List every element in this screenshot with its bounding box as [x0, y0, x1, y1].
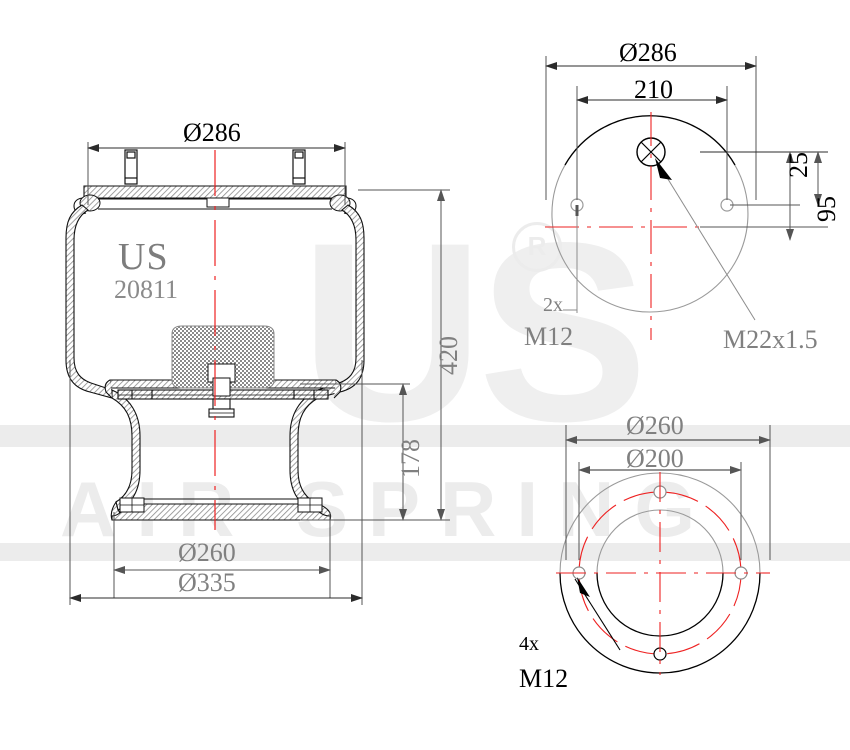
brand-logo-text: US: [118, 236, 169, 278]
dim-label-piston-height: 178: [396, 439, 425, 478]
piston-view-dimensions: [565, 425, 771, 560]
air-port-section: [206, 197, 230, 208]
dim-label-piston-diameter: Ø260: [178, 538, 236, 567]
part-number-text: 20811: [114, 275, 179, 304]
bolt-thread-label: M12: [519, 664, 569, 693]
dim-label-max-diameter: Ø335: [178, 568, 236, 597]
dim-label-top-diameter: Ø286: [183, 118, 241, 147]
dim-label-offset-25: 25: [784, 152, 813, 178]
dim-label-bolt-circle: Ø200: [626, 444, 684, 473]
top-plate-view-geometry: [545, 112, 760, 340]
main-view-geometry: [65, 149, 365, 530]
piston-base-plate: [111, 497, 331, 521]
stud-count-label: 2x: [543, 294, 563, 316]
piston-view-geometry: [556, 472, 770, 675]
registered-trademark-icon: R: [512, 222, 562, 272]
watermark-band-lower: [0, 543, 850, 561]
bump-stop: [171, 325, 275, 397]
centre-bolt: [208, 398, 235, 418]
dim-label-plate-diameter: Ø286: [619, 38, 677, 67]
stud-thread-label: M12: [524, 322, 574, 351]
air-port-thread-label: M22x1.5: [723, 325, 818, 354]
dim-label-offset-95: 95: [812, 196, 841, 222]
main-view-dimensions: [69, 142, 450, 605]
dim-label-piston-outer-diameter: Ø260: [626, 411, 684, 440]
top-plate-dimensions: [545, 56, 828, 241]
bolt-count-label: 4x: [519, 633, 539, 655]
dim-label-stud-spacing: 210: [634, 75, 673, 104]
dim-label-overall-height: 420: [434, 336, 463, 375]
